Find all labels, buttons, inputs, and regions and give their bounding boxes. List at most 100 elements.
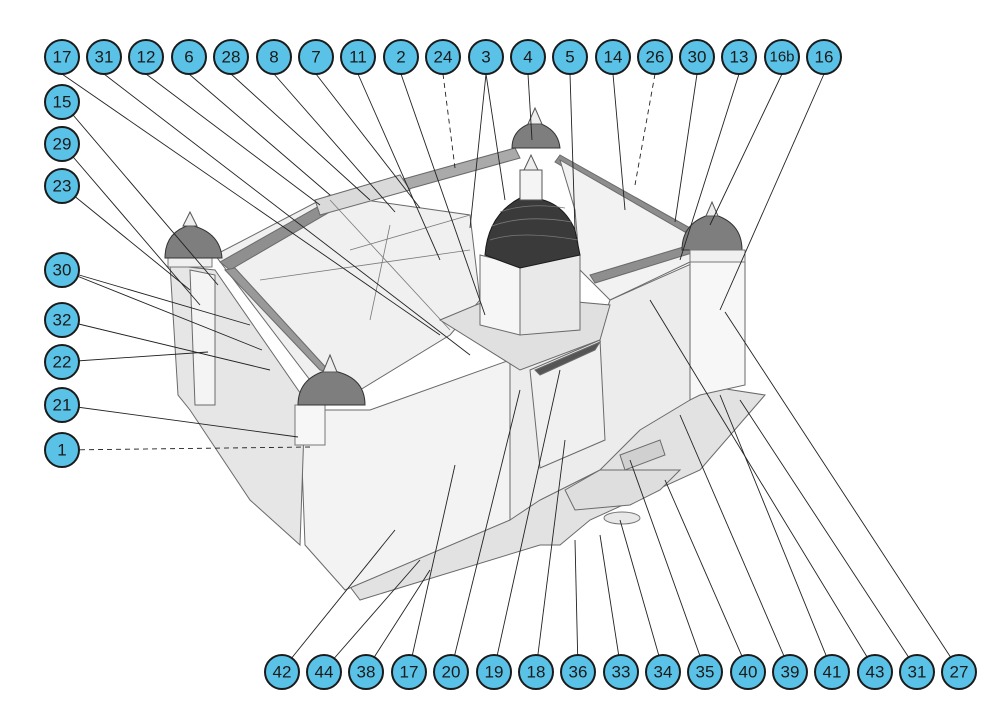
callout-label: 43 [866,663,885,682]
callout-4: 4 [510,39,546,75]
callout-label: 21 [53,396,72,415]
callout-36: 36 [560,654,596,690]
callout-16b: 16b [764,39,800,75]
entrance-portico [529,339,606,469]
callout-label: 44 [315,663,334,682]
callout-34: 34 [645,654,681,690]
callout-33: 33 [603,654,639,690]
callout-label: 20 [442,663,461,682]
rear-parapet [399,147,521,191]
callout-43: 43 [857,654,893,690]
callout-35: 35 [687,654,723,690]
callout-42: 42 [264,654,300,690]
callout-label: 28 [222,48,241,67]
callout-12: 12 [128,39,164,75]
callout-label: 4 [523,48,532,67]
callout-label: 41 [823,663,842,682]
callout-2: 2 [383,39,419,75]
callout-29: 29 [44,126,80,162]
callout-24: 24 [425,39,461,75]
callout-label: 40 [739,663,758,682]
callout-label: 22 [53,353,72,372]
callout-label: 5 [565,48,574,67]
callout-label: 8 [269,48,278,67]
callout-38: 38 [348,654,384,690]
callout-label: 31 [908,663,927,682]
callout-32: 32 [44,302,80,338]
callout-label: 34 [654,663,673,682]
callout-8: 8 [256,39,292,75]
callout-label: 23 [53,177,72,196]
callout-17-top: 17 [44,39,80,75]
callout-6: 6 [171,39,207,75]
callout-label: 32 [53,311,72,330]
callout-label: 17 [53,48,72,67]
callout-label: 12 [137,48,156,67]
callout-27: 27 [941,654,977,690]
callout-30-top: 30 [679,39,715,75]
callout-label: 18 [527,663,546,682]
leader-lines [61,73,960,671]
callouts-left: 15 29 23 30 32 22 21 1 [44,84,80,468]
callout-15: 15 [44,84,80,120]
callout-label: 1 [57,441,66,460]
callout-17-bottom: 17 [391,654,427,690]
callout-14: 14 [595,39,631,75]
callout-26: 26 [637,39,673,75]
callout-label: 24 [434,48,453,67]
callout-7: 7 [298,39,334,75]
callout-44: 44 [306,654,342,690]
callout-31-top: 31 [86,39,122,75]
callout-28: 28 [213,39,249,75]
callout-label: 29 [53,135,72,154]
callout-16: 16 [806,39,842,75]
callout-label: 11 [349,48,367,67]
callout-label: 7 [311,48,320,67]
callout-label: 30 [688,48,707,67]
entrance-steps [564,469,682,511]
callout-20: 20 [433,654,469,690]
callout-23: 23 [44,168,80,204]
turret-front-left [294,353,366,446]
callout-label: 6 [184,48,193,67]
callout-label: 36 [569,663,588,682]
callout-label: 26 [646,48,665,67]
turret-rear-center [511,106,561,149]
callout-label: 39 [781,663,800,682]
callout-1: 1 [44,432,80,468]
callout-label: 30 [53,261,72,280]
callout-label: 27 [950,663,969,682]
callout-31-bottom: 31 [899,654,935,690]
callout-13: 13 [721,39,757,75]
callout-22: 22 [44,344,80,380]
callout-label: 13 [730,48,749,67]
callout-3: 3 [468,39,504,75]
callout-39: 39 [772,654,808,690]
turret-rear-left [164,210,223,268]
callout-30-left: 30 [44,252,80,288]
callout-label: 2 [396,48,405,67]
callout-40: 40 [730,654,766,690]
central-dome [484,153,581,269]
callout-label: 14 [604,48,623,67]
callout-label: 33 [612,663,631,682]
callout-41: 41 [814,654,850,690]
callout-5: 5 [552,39,588,75]
callout-label: 35 [696,663,715,682]
callout-11: 11 [340,39,376,75]
callout-19: 19 [476,654,512,690]
callout-label: 16 [815,48,834,67]
callouts-top: 17 31 12 6 28 8 7 11 2 24 3 4 5 14 26 30… [44,39,842,75]
callout-label: 3 [481,48,490,67]
callout-label: 19 [485,663,504,682]
building-model [164,106,766,601]
callouts-bottom: 42 44 38 17 20 19 18 36 33 34 35 40 39 4… [264,654,977,690]
callout-label: 17 [400,663,419,682]
callout-label: 42 [273,663,292,682]
callout-18: 18 [518,654,554,690]
callout-21: 21 [44,387,80,423]
turret-rear-right [681,200,746,263]
callout-label: 31 [95,48,114,67]
callout-label: 16b [769,49,794,66]
